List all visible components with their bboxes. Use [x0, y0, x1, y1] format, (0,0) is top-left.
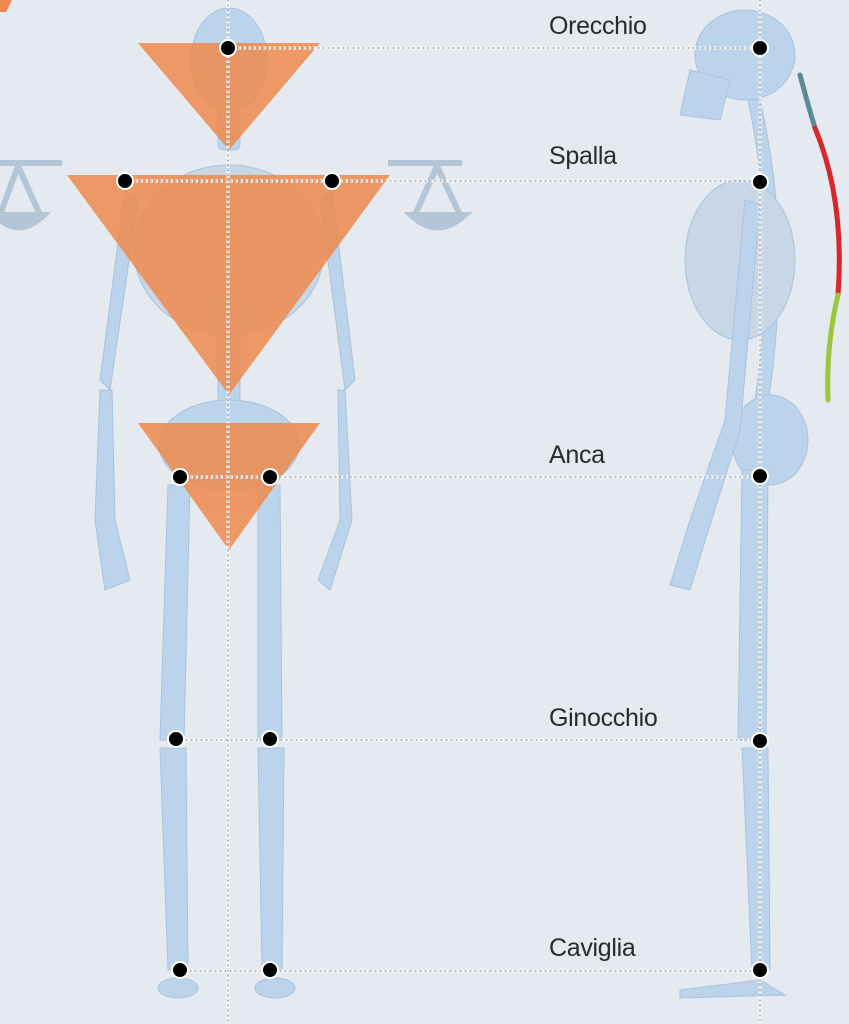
- landmark-dots: [116, 39, 769, 979]
- spine-cervical: [797, 72, 818, 131]
- shoulder-dot-right: [323, 172, 341, 190]
- spine-lumbar: [825, 292, 841, 403]
- side-skeleton: [669, 9, 809, 999]
- label-hip: Anca: [549, 441, 605, 469]
- ankle-dot-right: [261, 961, 279, 979]
- balance-scale-left-icon: [0, 160, 62, 231]
- knee-dot-left: [167, 730, 185, 748]
- ankle-dot-side: [751, 961, 769, 979]
- label-shoulder: Spalla: [549, 142, 617, 170]
- label-ankle: Caviglia: [549, 934, 636, 962]
- corner-mark: [0, 0, 12, 12]
- spine-thoracic: [812, 125, 842, 298]
- ear-dot-side: [751, 39, 769, 57]
- label-ear: Orecchio: [549, 12, 647, 40]
- balance-scale-right-icon: [388, 160, 473, 231]
- knee-dot-right: [261, 730, 279, 748]
- label-knee: Ginocchio: [549, 704, 658, 732]
- ankle-dot-left: [171, 961, 189, 979]
- hip-dot-left: [171, 468, 189, 486]
- hip-dot-right: [261, 468, 279, 486]
- hip-dot-side: [751, 467, 769, 485]
- spine-curvature: [797, 72, 842, 403]
- ear-dot-front: [219, 39, 237, 57]
- shoulder-dot-side: [751, 173, 769, 191]
- shoulder-dot-left: [116, 172, 134, 190]
- knee-dot-side: [751, 732, 769, 750]
